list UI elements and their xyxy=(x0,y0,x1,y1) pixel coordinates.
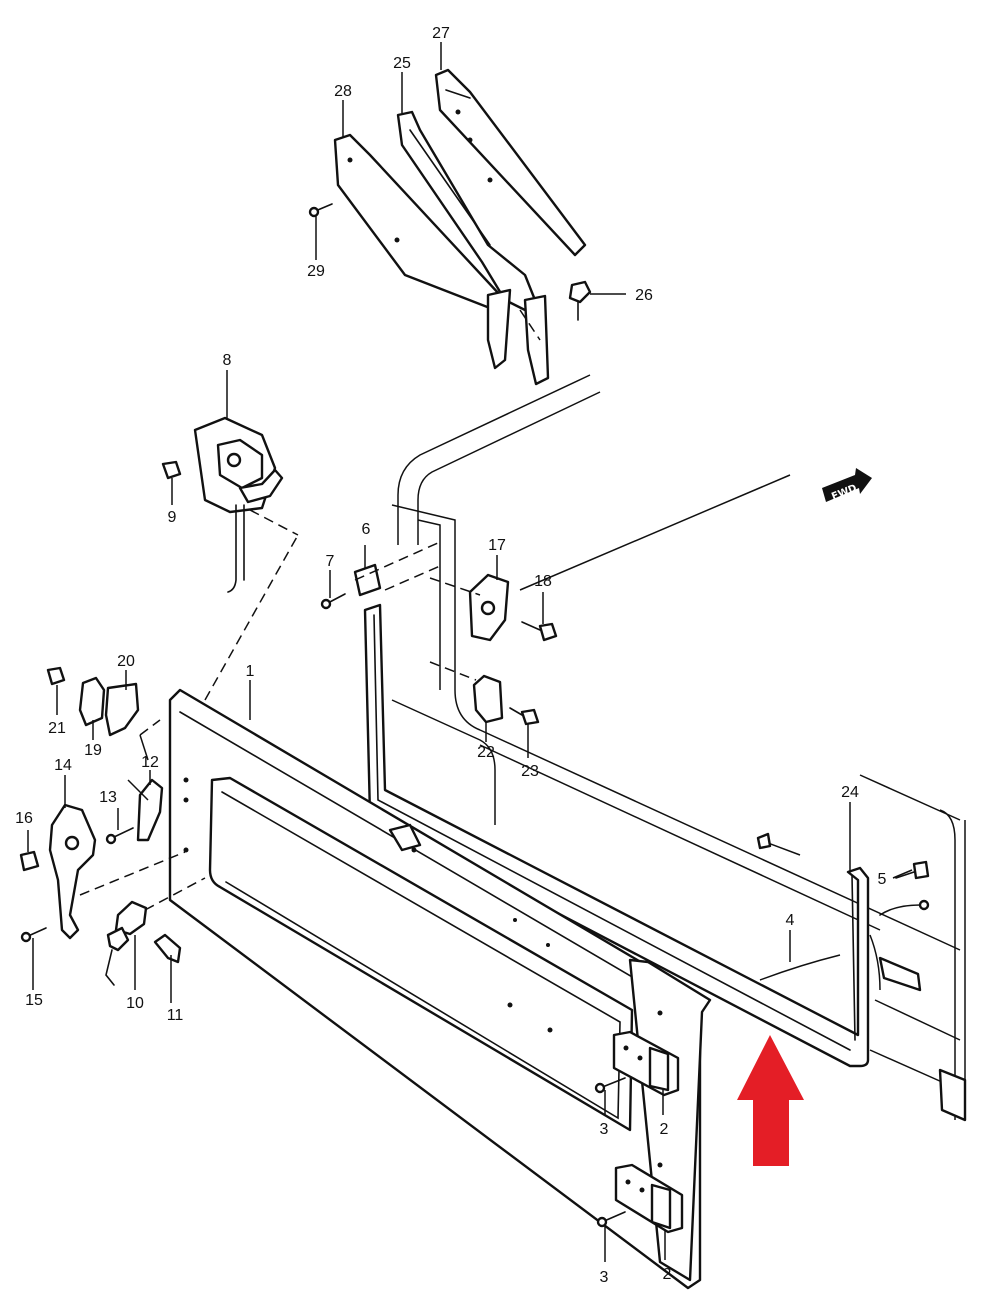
callout-7: 7 xyxy=(326,553,335,570)
lower-hinge xyxy=(614,1163,684,1234)
handle-bracket-14 xyxy=(48,803,97,940)
callout-2-upper: 2 xyxy=(660,1121,669,1138)
bolt-9 xyxy=(161,460,182,480)
clip-19 xyxy=(78,676,106,727)
callout-1: 1 xyxy=(246,663,255,680)
callout-15: 15 xyxy=(25,992,43,1009)
striker-22 xyxy=(472,674,504,724)
callout-24: 24 xyxy=(841,784,859,801)
callout-25: 25 xyxy=(393,55,411,72)
callout-6: 6 xyxy=(362,521,371,538)
callout-20: 20 xyxy=(117,653,135,670)
callout-17: 17 xyxy=(488,537,506,554)
assembly-lines xyxy=(79,309,541,911)
screw-15 xyxy=(20,927,47,943)
callout-29: 29 xyxy=(307,263,325,280)
highlight-arrow xyxy=(737,1035,804,1166)
leader-lines xyxy=(27,42,913,1262)
callout-labels: 1 2 2 3 3 4 5 6 7 8 9 10 11 12 13 14 15 … xyxy=(15,25,886,1286)
latch-assembly xyxy=(193,416,284,593)
screw-21 xyxy=(46,666,66,686)
callout-19: 19 xyxy=(84,742,102,759)
callout-2-lower: 2 xyxy=(663,1266,672,1283)
screw-23 xyxy=(509,707,540,726)
bumper-6 xyxy=(353,563,382,597)
callout-4: 4 xyxy=(786,912,795,929)
callout-27: 27 xyxy=(432,25,450,42)
upper-hinge xyxy=(612,1030,680,1097)
callout-16: 16 xyxy=(15,810,33,827)
callout-22: 22 xyxy=(477,744,495,761)
callout-21: 21 xyxy=(48,720,66,737)
screw-5 xyxy=(895,860,930,880)
callout-18: 18 xyxy=(534,573,552,590)
support-arm-25 xyxy=(396,110,550,386)
callout-12: 12 xyxy=(141,754,159,771)
clip-11 xyxy=(153,933,182,964)
plate-20 xyxy=(104,682,140,737)
callout-14: 14 xyxy=(54,757,72,774)
lock-cylinder-10 xyxy=(105,900,148,986)
tailgate-panel xyxy=(168,688,712,1290)
screw-13 xyxy=(105,827,134,845)
bolt-26 xyxy=(568,280,592,321)
screw-16 xyxy=(19,850,40,872)
hinge-screw-lower xyxy=(596,1211,626,1228)
striker-17 xyxy=(468,573,510,642)
callout-23: 23 xyxy=(521,763,539,780)
callout-10: 10 xyxy=(126,995,144,1012)
callout-3-upper: 3 xyxy=(600,1121,609,1138)
callout-3-lower: 3 xyxy=(600,1269,609,1286)
callout-9: 9 xyxy=(168,509,177,526)
support-arm-27 xyxy=(434,68,587,257)
callout-13: 13 xyxy=(99,789,117,806)
screw-18 xyxy=(521,621,558,642)
screw-29 xyxy=(308,203,333,218)
screw-7 xyxy=(320,593,346,610)
callout-8: 8 xyxy=(223,352,232,369)
callout-26: 26 xyxy=(635,287,653,304)
body-outline xyxy=(391,374,967,1122)
wire-clip xyxy=(879,899,930,916)
weatherstrip-seal xyxy=(363,603,870,1068)
callout-28: 28 xyxy=(334,83,352,100)
hinge-screw-upper xyxy=(594,1077,626,1094)
callout-11: 11 xyxy=(167,1007,184,1024)
callout-5: 5 xyxy=(878,871,887,888)
fwd-direction-badge: FWD xyxy=(822,468,872,503)
lever-12 xyxy=(136,778,164,842)
